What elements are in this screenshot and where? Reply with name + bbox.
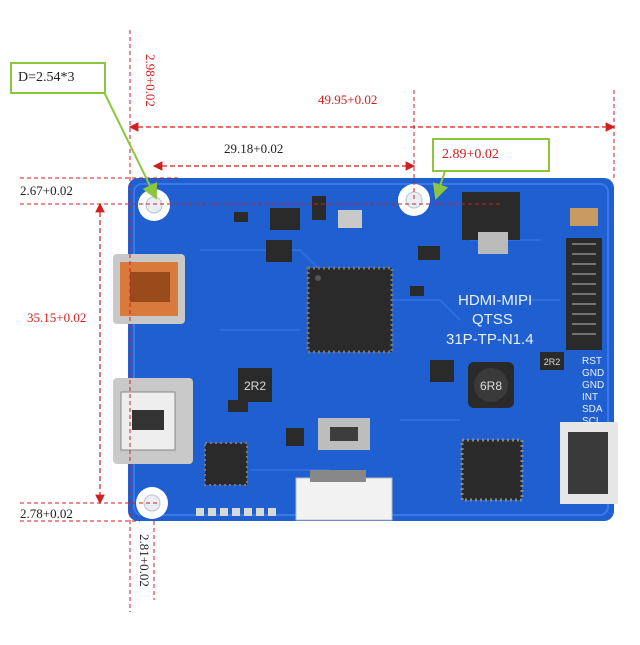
inductor-6r8: 6R8 [468,362,514,408]
dim-overall-width: 49.95+0.02 [318,92,377,107]
dimension-lines [95,122,616,505]
pin-label: GND [582,380,604,391]
board-label-line2: QTSS [472,311,513,328]
inductor-small: 2R2 [540,352,564,370]
svg-text:6R8: 6R8 [480,379,502,393]
pin-label: SCL [582,416,602,427]
ic-chip-bottom-left [204,442,248,486]
dim-board-height: 35.15+0.02 [27,310,86,325]
board-label-line3: 31P-TP-N1.4 [446,331,534,348]
svg-text:2R2: 2R2 [544,357,561,367]
main-ic-chip [306,266,394,354]
dim-top-offset: 2.98+0.02 [143,54,158,107]
callout-hole-offset: 2.89+0.02 [432,138,550,172]
dim-top-hole-y: 2.67+0.02 [20,183,73,198]
ic-chip-bottom-right [460,438,524,502]
board-label-line1: HDMI-MIPI [458,292,532,309]
dim-hole-spacing: 29.18+0.02 [224,141,283,156]
pin-label: INT [582,392,598,403]
svg-text:2R2: 2R2 [244,379,266,393]
pin-label: GND [582,368,604,379]
dim-bottom-hole-y: 2.78+0.02 [20,506,73,521]
inductor-2r2: 2R2 [238,368,272,402]
fpc-connector-touch [560,422,618,504]
usb-connector [113,254,185,324]
callout-drill-text: D=2.54*3 [18,70,75,85]
callout-drill-size: D=2.54*3 [10,62,106,94]
callout-arrow-hole-offset [432,167,449,200]
pin-label: SDA [582,404,603,415]
pcb-board: 2R2 6R8 2R2 [113,178,618,521]
dim-bottom-offset: 2.81+0.02 [137,534,152,587]
callout-arrow-drill [103,91,158,200]
jst-connector [295,470,393,521]
pin-label: RST [582,356,602,367]
callout-hole-offset-text: 2.89+0.02 [442,147,499,162]
push-button [318,418,370,450]
mounting-hole-bottom-left [136,487,168,519]
mounting-hole-top-mid [398,184,430,216]
hdmi-connector [113,378,193,464]
